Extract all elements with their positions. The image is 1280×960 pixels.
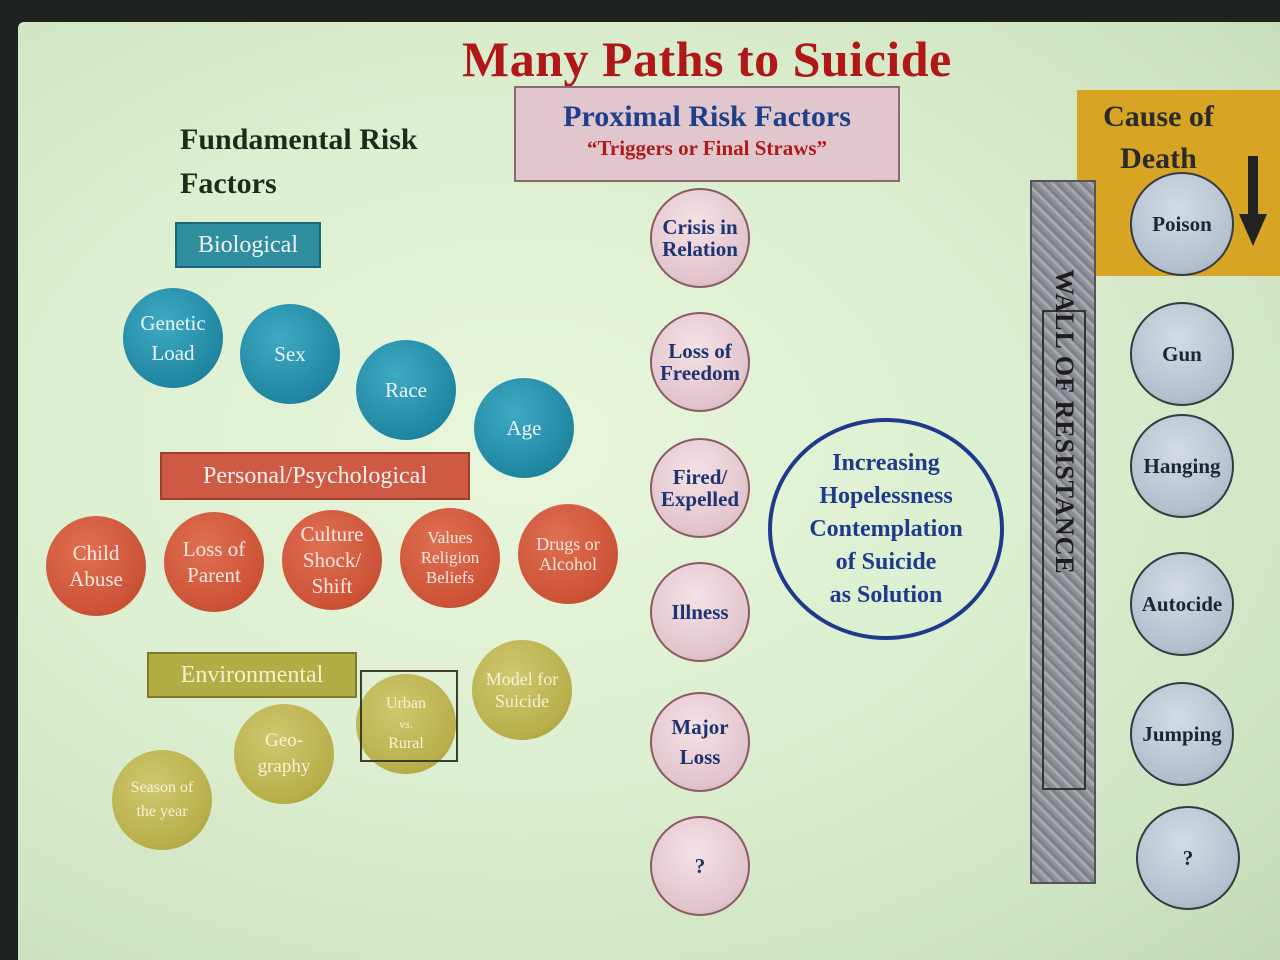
- personal-psychological-label: Personal/Psychological: [160, 452, 470, 500]
- hopelessness-text: Hopelessness: [819, 482, 953, 509]
- circle-text: the year: [136, 803, 188, 820]
- fired-expelled-circle: Fired/Expelled: [650, 438, 750, 538]
- fundamental-line-2: Factors: [180, 167, 277, 200]
- circle-text: Culture: [300, 522, 364, 546]
- circle-text: Religion: [420, 548, 480, 567]
- hopelessness-text: as Solution: [829, 581, 943, 608]
- hopelessness-circle: Increasing Hopelessness Contemplation of…: [768, 418, 1004, 640]
- circle-text: Abuse: [69, 567, 123, 591]
- circle-text: Load: [151, 341, 195, 365]
- circle-text: Gun: [1162, 341, 1202, 366]
- proximal-heading: Proximal Risk Factors: [563, 100, 851, 133]
- slide-title: Many Paths to Suicide: [462, 31, 952, 87]
- circle-text: Fired/: [672, 465, 728, 489]
- geography-circle: Geo-graphy: [234, 704, 334, 804]
- circle-text: Freedom: [659, 361, 741, 385]
- sex-circle: Sex: [240, 304, 340, 404]
- gun-circle: Gun: [1130, 302, 1234, 406]
- fundamental-line-1: Fundamental Risk: [180, 123, 418, 156]
- circle-text: Shock/: [302, 548, 362, 572]
- cause-line-2: Death: [1120, 142, 1197, 175]
- jumping-circle: Jumping: [1130, 682, 1234, 786]
- circle-text: Autocide: [1141, 591, 1223, 616]
- circle-text: Beliefs: [425, 568, 475, 587]
- circle-text: Sex: [274, 342, 306, 366]
- circle-text: Parent: [187, 563, 241, 587]
- poison-circle: Poison: [1130, 172, 1234, 276]
- unknown-trigger-circle: ?: [650, 816, 750, 916]
- urban-rural-frame: [360, 670, 458, 762]
- circle-text: Values: [427, 528, 473, 547]
- wall-of-resistance: WALL OF RESISTANCE: [1030, 180, 1096, 884]
- circle-text: Relation: [662, 237, 738, 261]
- circle-text: Major: [671, 715, 729, 739]
- race-circle: Race: [356, 340, 456, 440]
- circle-text: Shift: [311, 574, 353, 598]
- wall-label: WALL OF RESISTANCE: [1050, 269, 1079, 575]
- circle-text: graphy: [257, 756, 311, 777]
- circle-text: Genetic: [140, 311, 206, 335]
- season-of-year-circle: Season of the year: [112, 750, 212, 850]
- fundamental-risk-heading: Fundamental Risk Factors: [180, 118, 500, 206]
- circle-text: Suicide: [494, 691, 549, 711]
- environmental-label: Environmental: [147, 652, 357, 698]
- circle-text: Race: [385, 378, 427, 402]
- hopelessness-text: Contemplation: [809, 515, 963, 542]
- age-circle: Age: [474, 378, 574, 478]
- illness-circle: Illness: [650, 562, 750, 662]
- hanging-circle: Hanging: [1130, 414, 1234, 518]
- proximal-subheading: “Triggers or Final Straws”: [586, 136, 828, 160]
- biological-label: Biological: [175, 222, 321, 268]
- circle-text: Loss of: [182, 537, 246, 561]
- circle-text: Model for: [485, 669, 559, 689]
- circle-text: Jumping: [1142, 721, 1222, 746]
- circle-text: Urban: [386, 695, 426, 712]
- circle-text: Drugs or: [536, 534, 600, 554]
- circle-text: ?: [694, 854, 706, 878]
- circle-text: Age: [506, 416, 542, 440]
- circle-text: Season of: [130, 779, 194, 796]
- proximal-risk-box: Proximal Risk Factors “Triggers or Final…: [514, 86, 900, 182]
- hopelessness-text: Increasing: [832, 449, 940, 476]
- circle-text: Loss of: [668, 339, 732, 363]
- circle-text: ?: [1182, 845, 1194, 870]
- cause-line-1: Cause of: [1103, 100, 1214, 133]
- circle-text: Hanging: [1143, 453, 1221, 478]
- circle-text: Crisis in: [662, 215, 738, 239]
- circle-text: Expelled: [660, 487, 740, 511]
- circle-text: Alcohol: [539, 554, 597, 574]
- hopelessness-text: of Suicide: [835, 548, 937, 575]
- circle-text: Poison: [1152, 211, 1212, 236]
- circle-text: Rural: [388, 735, 424, 752]
- circle-text: Child: [72, 541, 120, 565]
- autocide-circle: Autocide: [1130, 552, 1234, 656]
- urban-vs-rural-circle: Urban vs. Rural: [356, 674, 456, 774]
- circle-text: Geo-: [265, 730, 303, 751]
- circle-text: Loss: [679, 745, 721, 769]
- wall-label-frame: [1042, 310, 1086, 790]
- down-arrow-icon: [1239, 156, 1267, 246]
- circle-text: Illness: [671, 600, 729, 624]
- circle-text: vs.: [399, 717, 413, 731]
- unknown-cause-circle: ?: [1136, 806, 1240, 910]
